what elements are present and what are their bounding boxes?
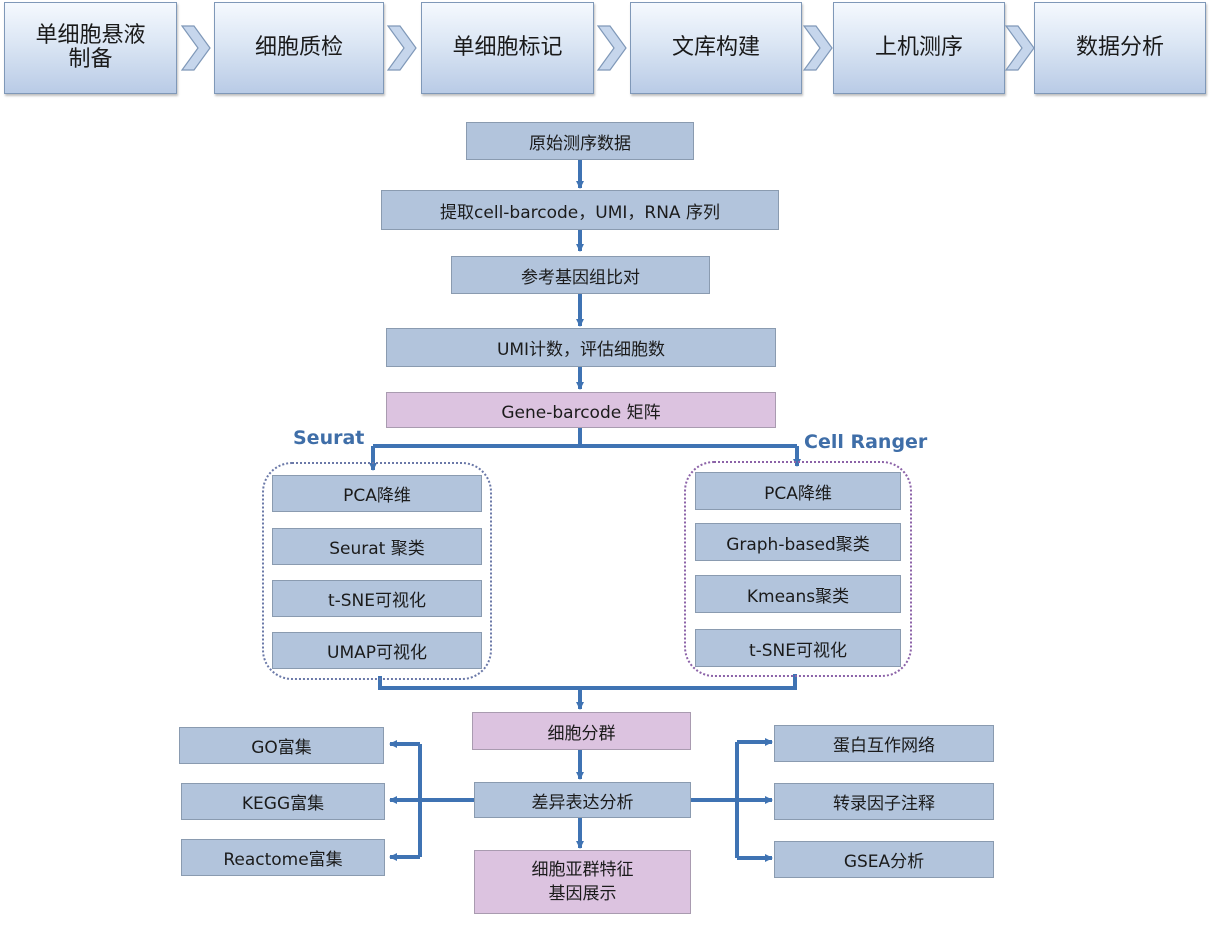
pipeline-step-3: 单细胞标记: [421, 2, 594, 94]
kegg-enrichment-box: KEGG富集: [181, 783, 385, 820]
pipeline-step-1-line1: 单细胞悬液: [35, 23, 146, 48]
seurat-label: Seurat: [293, 427, 365, 449]
seurat-step-umap-label: UMAP可视化: [327, 643, 427, 663]
subpop-line2: 基因展示: [548, 884, 617, 904]
chevron-right-icon: [180, 25, 211, 71]
cellranger-step-kmeans-label: Kmeans聚类: [746, 586, 850, 607]
ppi-network-label: 蛋白互作网络: [833, 736, 935, 756]
cellranger-group: [684, 461, 912, 677]
gsea-label: GSEA分析: [843, 852, 925, 872]
reactome-enrichment-box: Reactome富集: [181, 839, 385, 876]
tf-annotation-label: 转录因子注释: [833, 794, 935, 814]
cellranger-step-tsne: t-SNE可视化: [695, 629, 901, 667]
pipeline-step-2: 细胞质检: [214, 2, 384, 94]
pipeline-step-4: 文库构建: [630, 2, 802, 94]
extract-box: 提取cell-barcode，UMI，RNA 序列: [381, 190, 779, 230]
chevron-right-icon: [596, 25, 627, 71]
extract-label: 提取cell-barcode，UMI，RNA 序列: [440, 202, 720, 223]
chevron-right-icon: [802, 25, 833, 71]
align-label: 参考基因组比对: [521, 267, 640, 288]
clustering-box: 细胞分群: [472, 712, 691, 750]
cellranger-step-pca: PCA降维: [695, 472, 901, 510]
line-seurat-merge: [378, 674, 797, 690]
ppi-network-box: 蛋白互作网络: [774, 725, 994, 762]
pipeline-step-4-label: 文库构建: [671, 35, 760, 60]
cellranger-step-graph-label: Graph-based聚类: [726, 534, 870, 555]
cellranger-step-pca-label: PCA降维: [764, 483, 832, 504]
pipeline-step-1: 单细胞悬液 制备: [4, 2, 177, 94]
go-enrichment-label: GO富集: [251, 738, 312, 758]
diff-expr-label: 差异表达分析: [531, 792, 634, 813]
pipeline-step-2-label: 细胞质检: [254, 35, 343, 60]
cellranger-step-graph: Graph-based聚类: [695, 523, 901, 561]
seurat-step-pca-label: PCA降维: [343, 486, 411, 506]
subpop-box: 细胞亚群特征 基因展示: [474, 850, 691, 914]
pipeline-step-1-line2: 制备: [68, 47, 113, 72]
cellranger-step-kmeans: Kmeans聚类: [695, 575, 901, 613]
kegg-enrichment-label: KEGG富集: [241, 794, 325, 814]
pipeline-step-3-label: 单细胞标记: [452, 35, 563, 60]
cellranger-step-tsne-label: t-SNE可视化: [748, 640, 848, 661]
cellranger-label: Cell Ranger: [804, 431, 928, 453]
seurat-step-tsne-label: t-SNE可视化: [327, 591, 427, 611]
pipeline-step-5-label: 上机测序: [874, 35, 963, 60]
matrix-box: Gene-barcode 矩阵: [386, 392, 776, 428]
chevron-right-icon: [1004, 25, 1035, 71]
raw-data-box: 原始测序数据: [466, 122, 694, 160]
seurat-group: [262, 462, 492, 680]
pipeline-step-5: 上机测序: [833, 2, 1005, 94]
reactome-enrichment-label: Reactome富集: [223, 850, 343, 870]
umi-count-box: UMI计数，评估细胞数: [386, 328, 776, 367]
clustering-label: 细胞分群: [547, 723, 616, 744]
pipeline-step-6-label: 数据分析: [1075, 35, 1164, 60]
seurat-step-cluster-label: Seurat 聚类: [329, 539, 425, 559]
raw-data-label: 原始测序数据: [529, 133, 631, 154]
matrix-label: Gene-barcode 矩阵: [501, 402, 661, 423]
go-enrichment-box: GO富集: [179, 727, 384, 764]
gsea-box: GSEA分析: [774, 841, 994, 878]
tf-annotation-box: 转录因子注释: [774, 783, 994, 820]
chevron-right-icon: [386, 25, 417, 71]
seurat-step-tsne: t-SNE可视化: [272, 580, 482, 617]
diff-expr-box: 差异表达分析: [474, 782, 691, 818]
seurat-step-umap: UMAP可视化: [272, 632, 482, 669]
align-box: 参考基因组比对: [451, 256, 710, 294]
subpop-line1: 细胞亚群特征: [531, 860, 634, 880]
seurat-step-pca: PCA降维: [272, 475, 482, 512]
seurat-step-cluster: Seurat 聚类: [272, 528, 482, 565]
umi-count-label: UMI计数，评估细胞数: [496, 340, 666, 360]
pipeline-step-6: 数据分析: [1034, 2, 1206, 94]
